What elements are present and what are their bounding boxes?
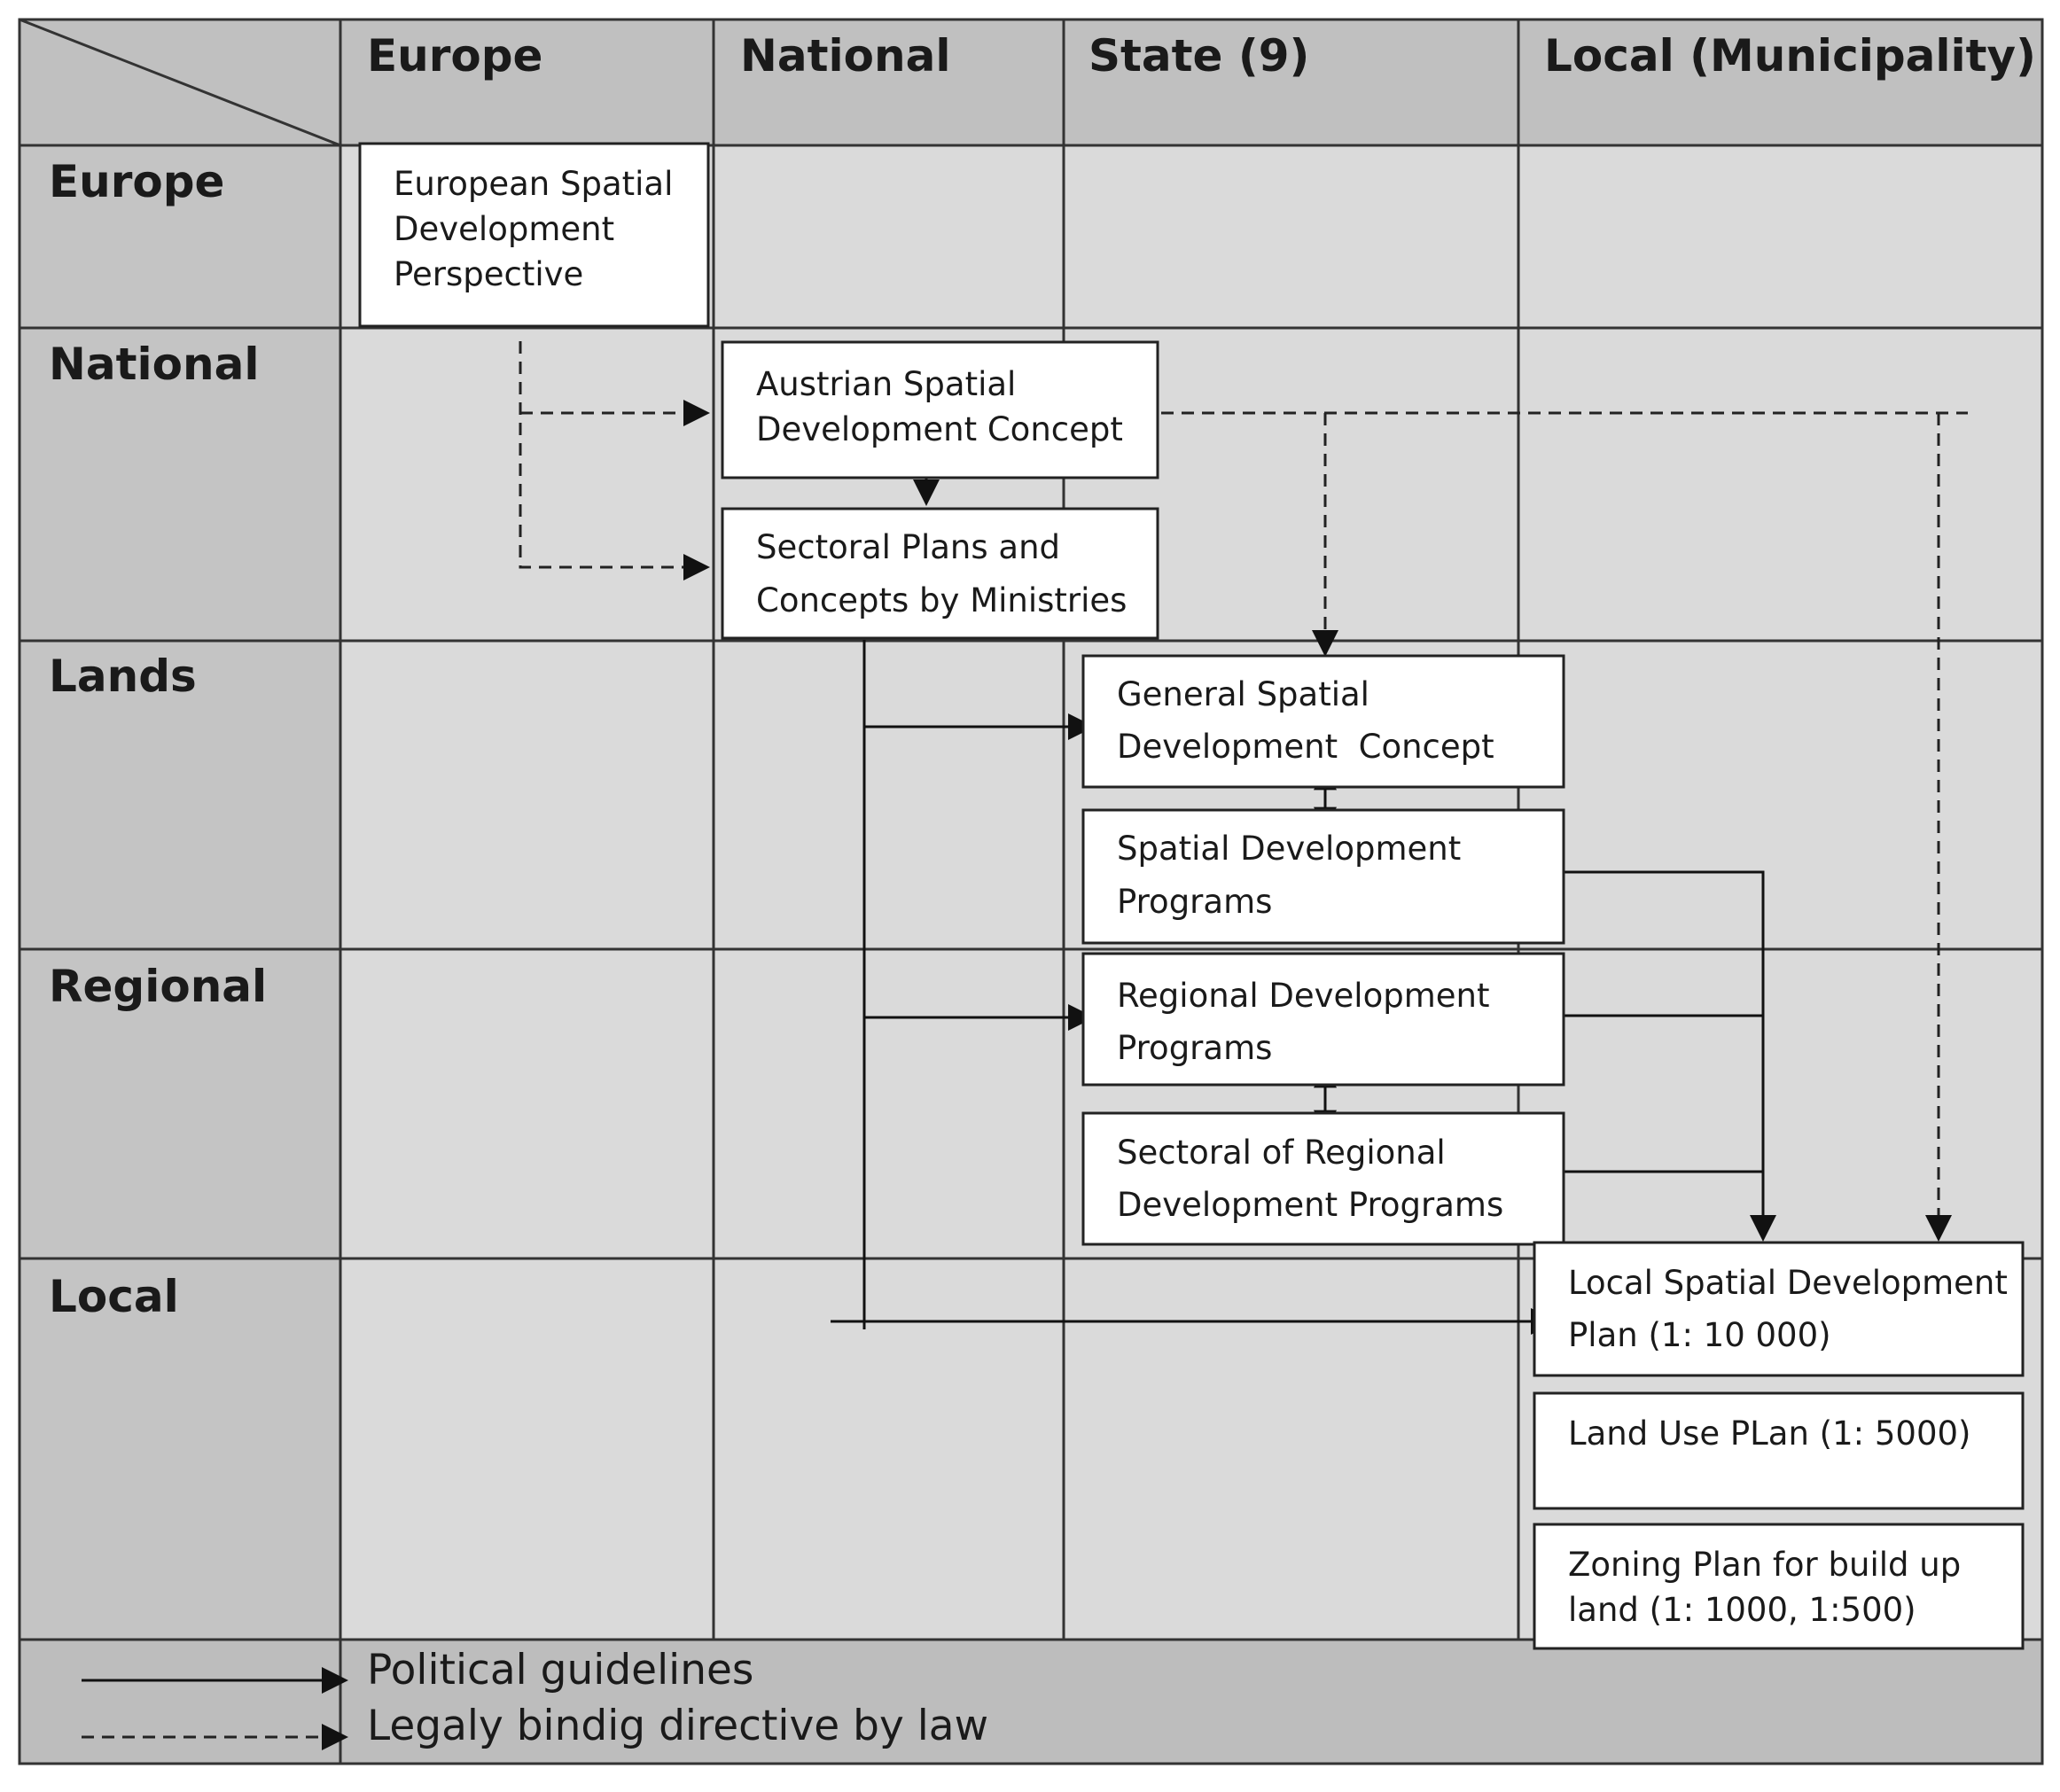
row-header-local: Local [49, 1271, 179, 1322]
col-header-national: National [740, 30, 950, 82]
row-header-column-bg [20, 145, 340, 1640]
box-line: Development [394, 210, 614, 248]
box-line: Sectoral of Regional [1117, 1134, 1446, 1172]
box-frame [358, 142, 710, 328]
row-header-regional: Regional [49, 961, 267, 1012]
col-header-europe: Europe [367, 30, 542, 82]
solid-programs-to-local [1564, 870, 1776, 1242]
plan-boxes: European Spatial Development Perspective… [358, 142, 2025, 1650]
box-regional-development-programs: Regional Development Programs [1081, 952, 1565, 1087]
box-frame [721, 340, 1159, 479]
box-frame [1533, 1523, 2025, 1650]
corner-diagonal [19, 18, 341, 147]
box-frame [1081, 654, 1565, 789]
box-frame [1081, 808, 1565, 945]
box-line: Programs [1117, 883, 1272, 921]
box-frame [1533, 1241, 2025, 1377]
legend-solid-label: Political guidelines [367, 1646, 753, 1695]
box-sectoral-plans-ministries: Sectoral Plans and Concepts by Ministrie… [721, 507, 1159, 640]
box-line: Zoning Plan for build up [1568, 1546, 1961, 1584]
box-line: General Spatial [1117, 675, 1369, 713]
box-line: Concepts by Ministries [756, 581, 1127, 619]
box-line: land (1: 1000, 1:500) [1568, 1591, 1916, 1629]
box-sectoral-regional-programs: Sectoral of Regional Development Program… [1081, 1111, 1565, 1246]
header-row-bg [20, 19, 2042, 145]
box-line: Development Programs [1117, 1186, 1503, 1224]
box-line: Development Concept [756, 410, 1123, 448]
box-frame [1533, 1391, 2025, 1510]
box-line: Regional Development [1117, 977, 1489, 1015]
row-header-europe: Europe [49, 156, 224, 207]
legend: Political guidelines Legaly bindig direc… [82, 1646, 988, 1750]
box-zoning-plan: Zoning Plan for build up land (1: 1000, … [1533, 1523, 2025, 1650]
row-headers: Europe National Lands Regional Local [49, 156, 267, 1322]
dashed-espd-to-sectoral [519, 341, 710, 580]
column-headers: Europe National State (9) Local (Municip… [367, 30, 2036, 82]
box-line: Development Concept [1117, 728, 1494, 766]
box-spatial-development-programs: Spatial Development Programs [1081, 808, 1565, 945]
box-line: Perspective [394, 255, 583, 293]
cell-backgrounds [20, 19, 2042, 1764]
box-local-spatial-plan: Local Spatial Development Plan (1: 10 00… [1533, 1241, 2025, 1377]
row-header-lands: Lands [49, 651, 197, 702]
box-european-spatial-perspective: European Spatial Development Perspective [358, 142, 710, 328]
box-line: Local Spatial Development [1568, 1264, 2008, 1302]
box-frame [1081, 1111, 1565, 1246]
col-header-local: Local (Municipality) [1544, 30, 2036, 82]
col-header-state: State (9) [1089, 30, 1309, 82]
box-general-spatial-concept: General Spatial Development Concept [1081, 654, 1565, 789]
box-land-use-plan: Land Use PLan (1: 5000) [1533, 1391, 2025, 1510]
legend-dashed-label: Legaly bindig directive by law [367, 1702, 988, 1750]
box-line: European Spatial [394, 165, 673, 203]
legend-row-bg [20, 1640, 2042, 1764]
table-border [18, 18, 2044, 1765]
box-frame [1081, 952, 1565, 1087]
box-line: Land Use PLan (1: 5000) [1568, 1414, 1970, 1453]
box-frame [721, 507, 1159, 640]
box-line: Austrian Spatial [756, 365, 1016, 403]
box-line: Plan (1: 10 000) [1568, 1316, 1831, 1354]
box-line: Spatial Development [1117, 830, 1461, 868]
box-line: Sectoral Plans and [756, 528, 1060, 566]
box-austrian-spatial-concept: Austrian Spatial Development Concept [721, 340, 1159, 479]
row-header-national: National [49, 339, 259, 390]
box-line: Programs [1117, 1029, 1272, 1067]
